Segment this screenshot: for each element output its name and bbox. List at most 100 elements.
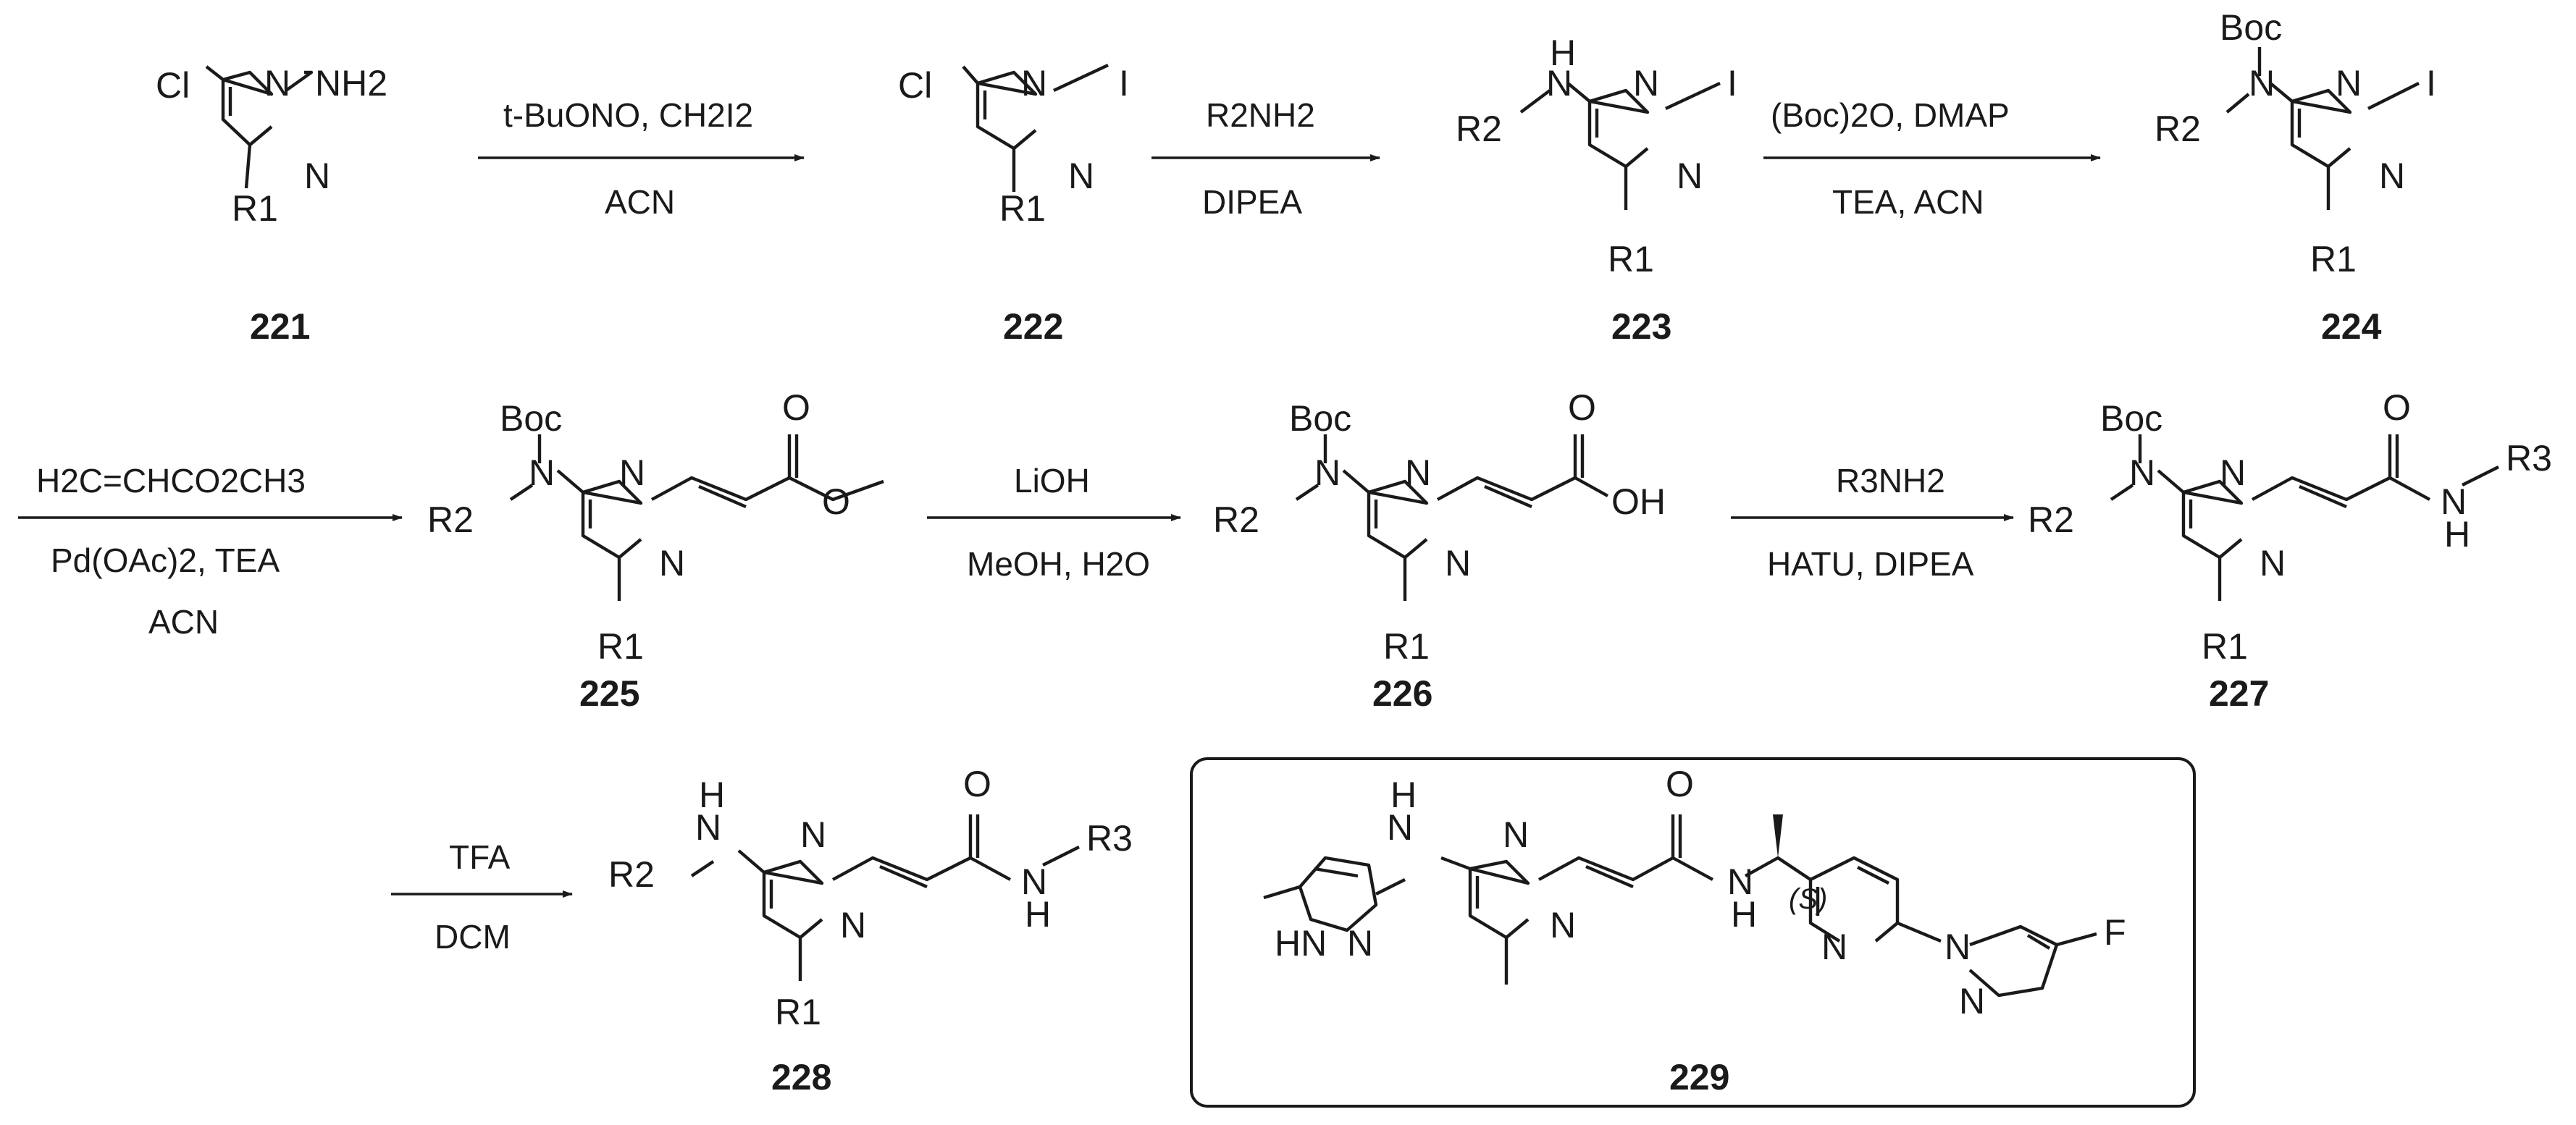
atom-f: F: [2104, 912, 2126, 953]
conditions-bottom: ACN: [605, 183, 675, 221]
compound-id: 224: [2321, 306, 2382, 347]
atom-nh2: NH2: [315, 63, 387, 104]
atom-n: N: [1347, 923, 1373, 964]
atom-n: N: [1959, 981, 1985, 1021]
atom-r1: R1: [999, 188, 1046, 229]
conditions-top: TFA: [449, 838, 511, 876]
atom-i: I: [1727, 63, 1737, 104]
atom-n: N: [1546, 63, 1572, 104]
compound-226: Boc N R2 N N O OH R1 226: [1213, 387, 1666, 714]
atom-boc: Boc: [2100, 398, 2162, 439]
atom-n: N: [2260, 543, 2286, 583]
atom-n: N: [1821, 927, 1847, 967]
atom-boc: Boc: [500, 398, 562, 439]
compound-id: 227: [2209, 673, 2269, 714]
compound-223: H N R2 N I N R1 223: [1456, 33, 1737, 347]
atom-n: N: [1068, 156, 1094, 196]
atom-r1: R1: [2202, 626, 2248, 667]
atom-n: N: [1633, 63, 1659, 104]
compound-227: Boc N R2 N N O N H R3 R1 227: [2028, 387, 2552, 714]
atom-n: N: [1677, 156, 1703, 196]
reaction-arrow-2: R2NH2 DIPEA: [1151, 96, 1380, 221]
atom-n: N: [1445, 543, 1471, 583]
atom-n: N: [2129, 452, 2155, 493]
atom-n: N: [264, 63, 290, 104]
atom-n: N: [619, 452, 645, 493]
compound-id: 223: [1611, 306, 1671, 347]
atom-r1: R1: [597, 626, 644, 667]
atom-r2: R2: [1213, 500, 1259, 540]
atom-r1: R1: [2310, 239, 2357, 279]
conditions-bottom: DCM: [435, 918, 511, 956]
atom-n: N: [1944, 927, 1971, 967]
atom-n: N: [695, 807, 721, 848]
conditions-bottom: ACN: [148, 603, 219, 641]
reaction-arrow-1: t-BuONO, CH2I2 ACN: [478, 96, 805, 221]
atom-i: I: [1119, 63, 1129, 104]
atom-h: H: [1731, 894, 1757, 935]
atom-o: O: [782, 387, 810, 428]
atom-n: N: [2336, 63, 2362, 104]
conditions-top: H2C=CHCO2CH3: [36, 462, 306, 500]
atom-n: N: [1405, 452, 1431, 493]
atom-r2: R2: [608, 854, 655, 895]
atom-h: H: [1550, 33, 1576, 73]
atom-n: N: [1021, 63, 1047, 104]
atom-h: H: [2444, 514, 2470, 555]
conditions-mid: Pd(OAc)2, TEA: [51, 542, 280, 579]
atom-r1-subscript: R1: [775, 992, 821, 1032]
compound-228: H N R2 N N O N H R3 R1 228: [608, 764, 1133, 1097]
reaction-arrow-3: (Boc)2O, DMAP TEA, ACN: [1763, 96, 2101, 221]
atom-oh: OH: [1611, 481, 1666, 522]
conditions-top: R2NH2: [1206, 96, 1315, 134]
atom-n: N: [1727, 861, 1753, 902]
atom-n: N: [659, 543, 685, 583]
compound-224: Boc N R2 N I N R1 224: [2155, 7, 2436, 347]
atom-r2: R2: [2155, 109, 2201, 149]
atom-boc: Boc: [2220, 7, 2282, 48]
conditions-top: (Boc)2O, DMAP: [1771, 96, 2010, 134]
compound-225: Boc N R2 N N O O R1 225: [427, 387, 884, 714]
atom-n: N: [2379, 156, 2405, 196]
atom-o: O: [822, 481, 850, 522]
atom-r1: R1: [1608, 239, 1654, 279]
atom-o: O: [1568, 387, 1596, 428]
conditions-bottom: MeOH, H2O: [967, 545, 1150, 583]
reaction-arrow-6: R3NH2 HATU, DIPEA: [1731, 462, 2014, 583]
atom-r2: R2: [427, 500, 474, 540]
atom-n: N: [800, 814, 826, 855]
compound-id: 226: [1372, 673, 1432, 714]
reaction-arrow-7: TFA DCM: [391, 838, 573, 956]
compound-id: 221: [250, 306, 310, 347]
stereo-label: (S): [1789, 883, 1827, 915]
atom-i: I: [2426, 63, 2436, 104]
atom-o: O: [2383, 387, 2411, 428]
conditions-top: LiOH: [1014, 462, 1090, 500]
atom-n: N: [1503, 814, 1529, 855]
atom-n: N: [1021, 861, 1047, 902]
compound-id: 228: [771, 1057, 831, 1097]
atom-r2: R2: [1456, 109, 1502, 149]
atom-r2: R2: [2028, 500, 2074, 540]
conditions-bottom: TEA, ACN: [1832, 183, 1984, 221]
atom-n: N: [304, 156, 330, 196]
atom-cl: Cl: [156, 65, 190, 106]
atom-n: N: [1550, 905, 1576, 945]
conditions-bottom: HATU, DIPEA: [1767, 545, 1974, 583]
atom-n: N: [2441, 481, 2467, 522]
atom-n: N: [2220, 452, 2246, 493]
compound-id: 222: [1003, 306, 1063, 347]
compound-221: Cl N NH2 N R1 221: [156, 63, 387, 347]
atom-boc: Boc: [1289, 398, 1351, 439]
atom-r3: R3: [1086, 818, 1133, 859]
atom-h: H: [1025, 894, 1051, 935]
atom-n: N: [840, 905, 866, 945]
atom-n: N: [1314, 452, 1341, 493]
atom-r3: R3: [2506, 438, 2552, 479]
compound-229-box: H N HN N N N O N H (S) N N N F 229: [1190, 757, 2196, 1108]
atom-h: H: [1390, 775, 1417, 815]
atom-h: H: [699, 775, 725, 815]
compound-id: 225: [579, 673, 639, 714]
conditions-bottom: DIPEA: [1202, 183, 1302, 221]
